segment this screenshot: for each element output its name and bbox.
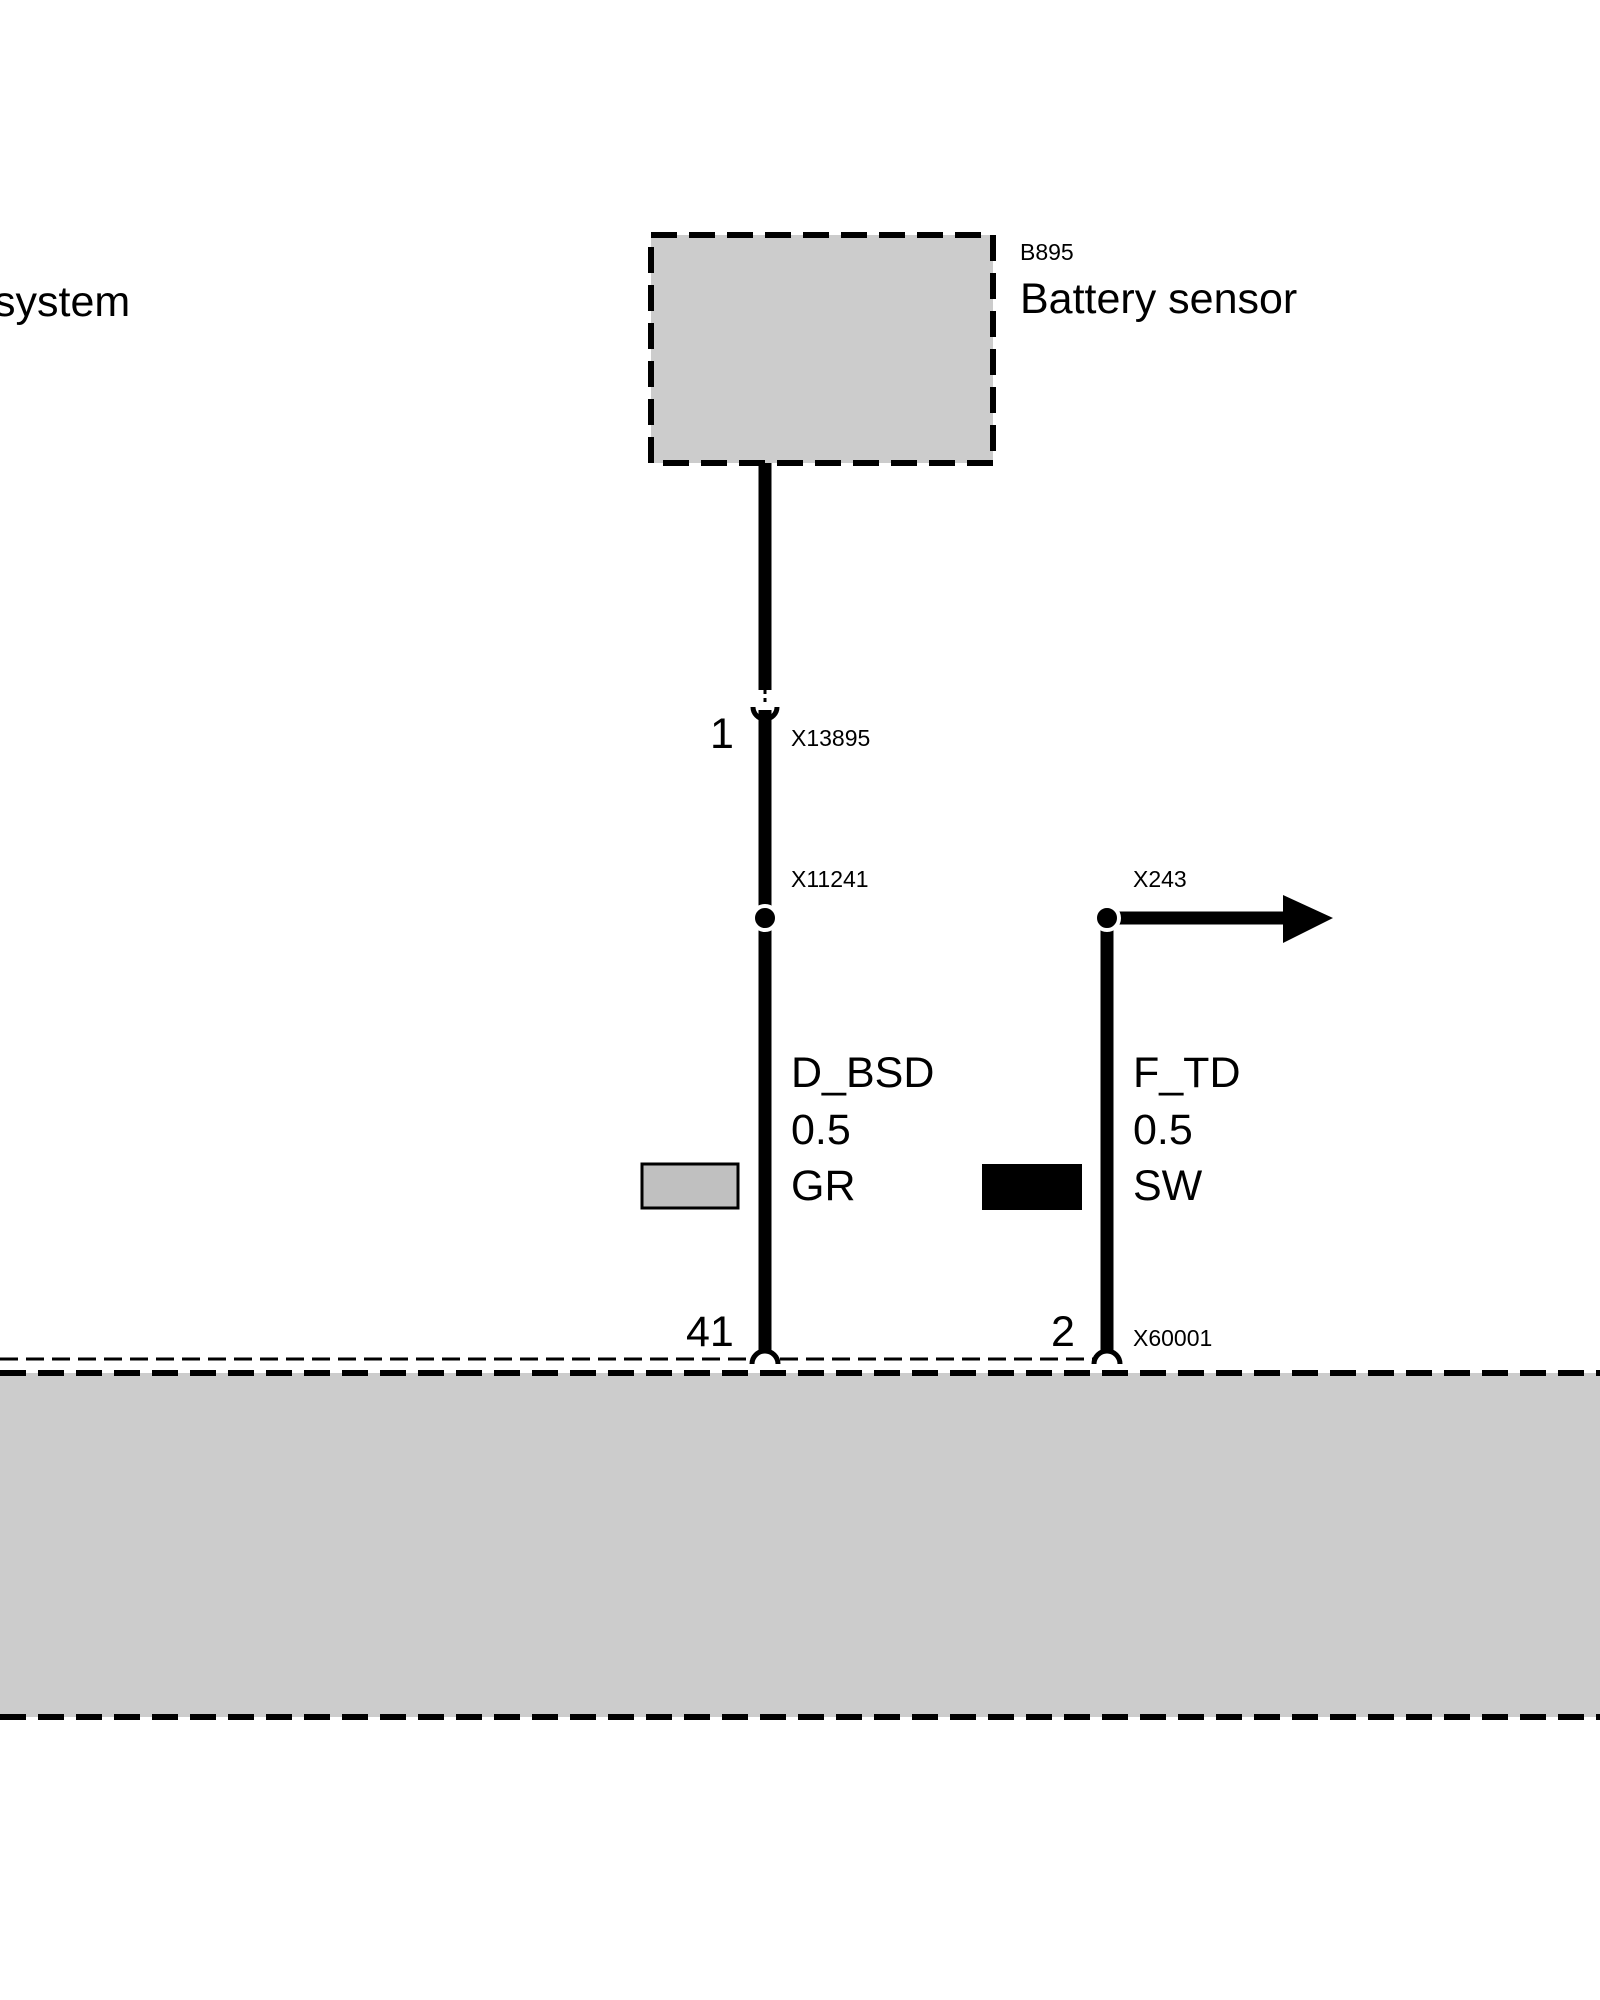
gr-swatch bbox=[640, 1162, 740, 1210]
pin-2-symbol bbox=[1091, 1348, 1123, 1365]
system-label: system bbox=[0, 278, 130, 326]
connector-x243-id: X243 bbox=[1133, 866, 1187, 892]
arrow-right-icon bbox=[1283, 895, 1333, 943]
connector-x13895-id: X13895 bbox=[791, 725, 870, 751]
battery-sensor-name: Battery sensor bbox=[1020, 275, 1297, 323]
connector-x60001-id: X60001 bbox=[1133, 1325, 1212, 1351]
splice-x243 bbox=[1093, 904, 1121, 932]
sw-swatch bbox=[982, 1164, 1082, 1210]
pin-41-symbol bbox=[749, 1348, 781, 1365]
connector-x11241-id: X11241 bbox=[791, 866, 869, 892]
battery-sensor-code: B895 bbox=[1020, 239, 1074, 265]
wire-d-bsd-color: GR bbox=[791, 1162, 856, 1210]
pin-2-label: 2 bbox=[1051, 1308, 1075, 1356]
wire-d-bsd-size: 0.5 bbox=[791, 1106, 851, 1154]
wire-d-bsd-signal: D_BSD bbox=[791, 1049, 934, 1097]
control-unit-box bbox=[0, 1373, 1600, 1717]
battery-sensor-box bbox=[648, 232, 996, 466]
splice-x11241 bbox=[751, 904, 779, 932]
wire-f-td-size: 0.5 bbox=[1133, 1106, 1193, 1154]
pin-41-label: 41 bbox=[686, 1308, 734, 1356]
connector-x13895-pin: 1 bbox=[710, 710, 734, 758]
wire-f-td-signal: F_TD bbox=[1133, 1049, 1241, 1097]
wire-f-td-color: SW bbox=[1133, 1162, 1203, 1210]
